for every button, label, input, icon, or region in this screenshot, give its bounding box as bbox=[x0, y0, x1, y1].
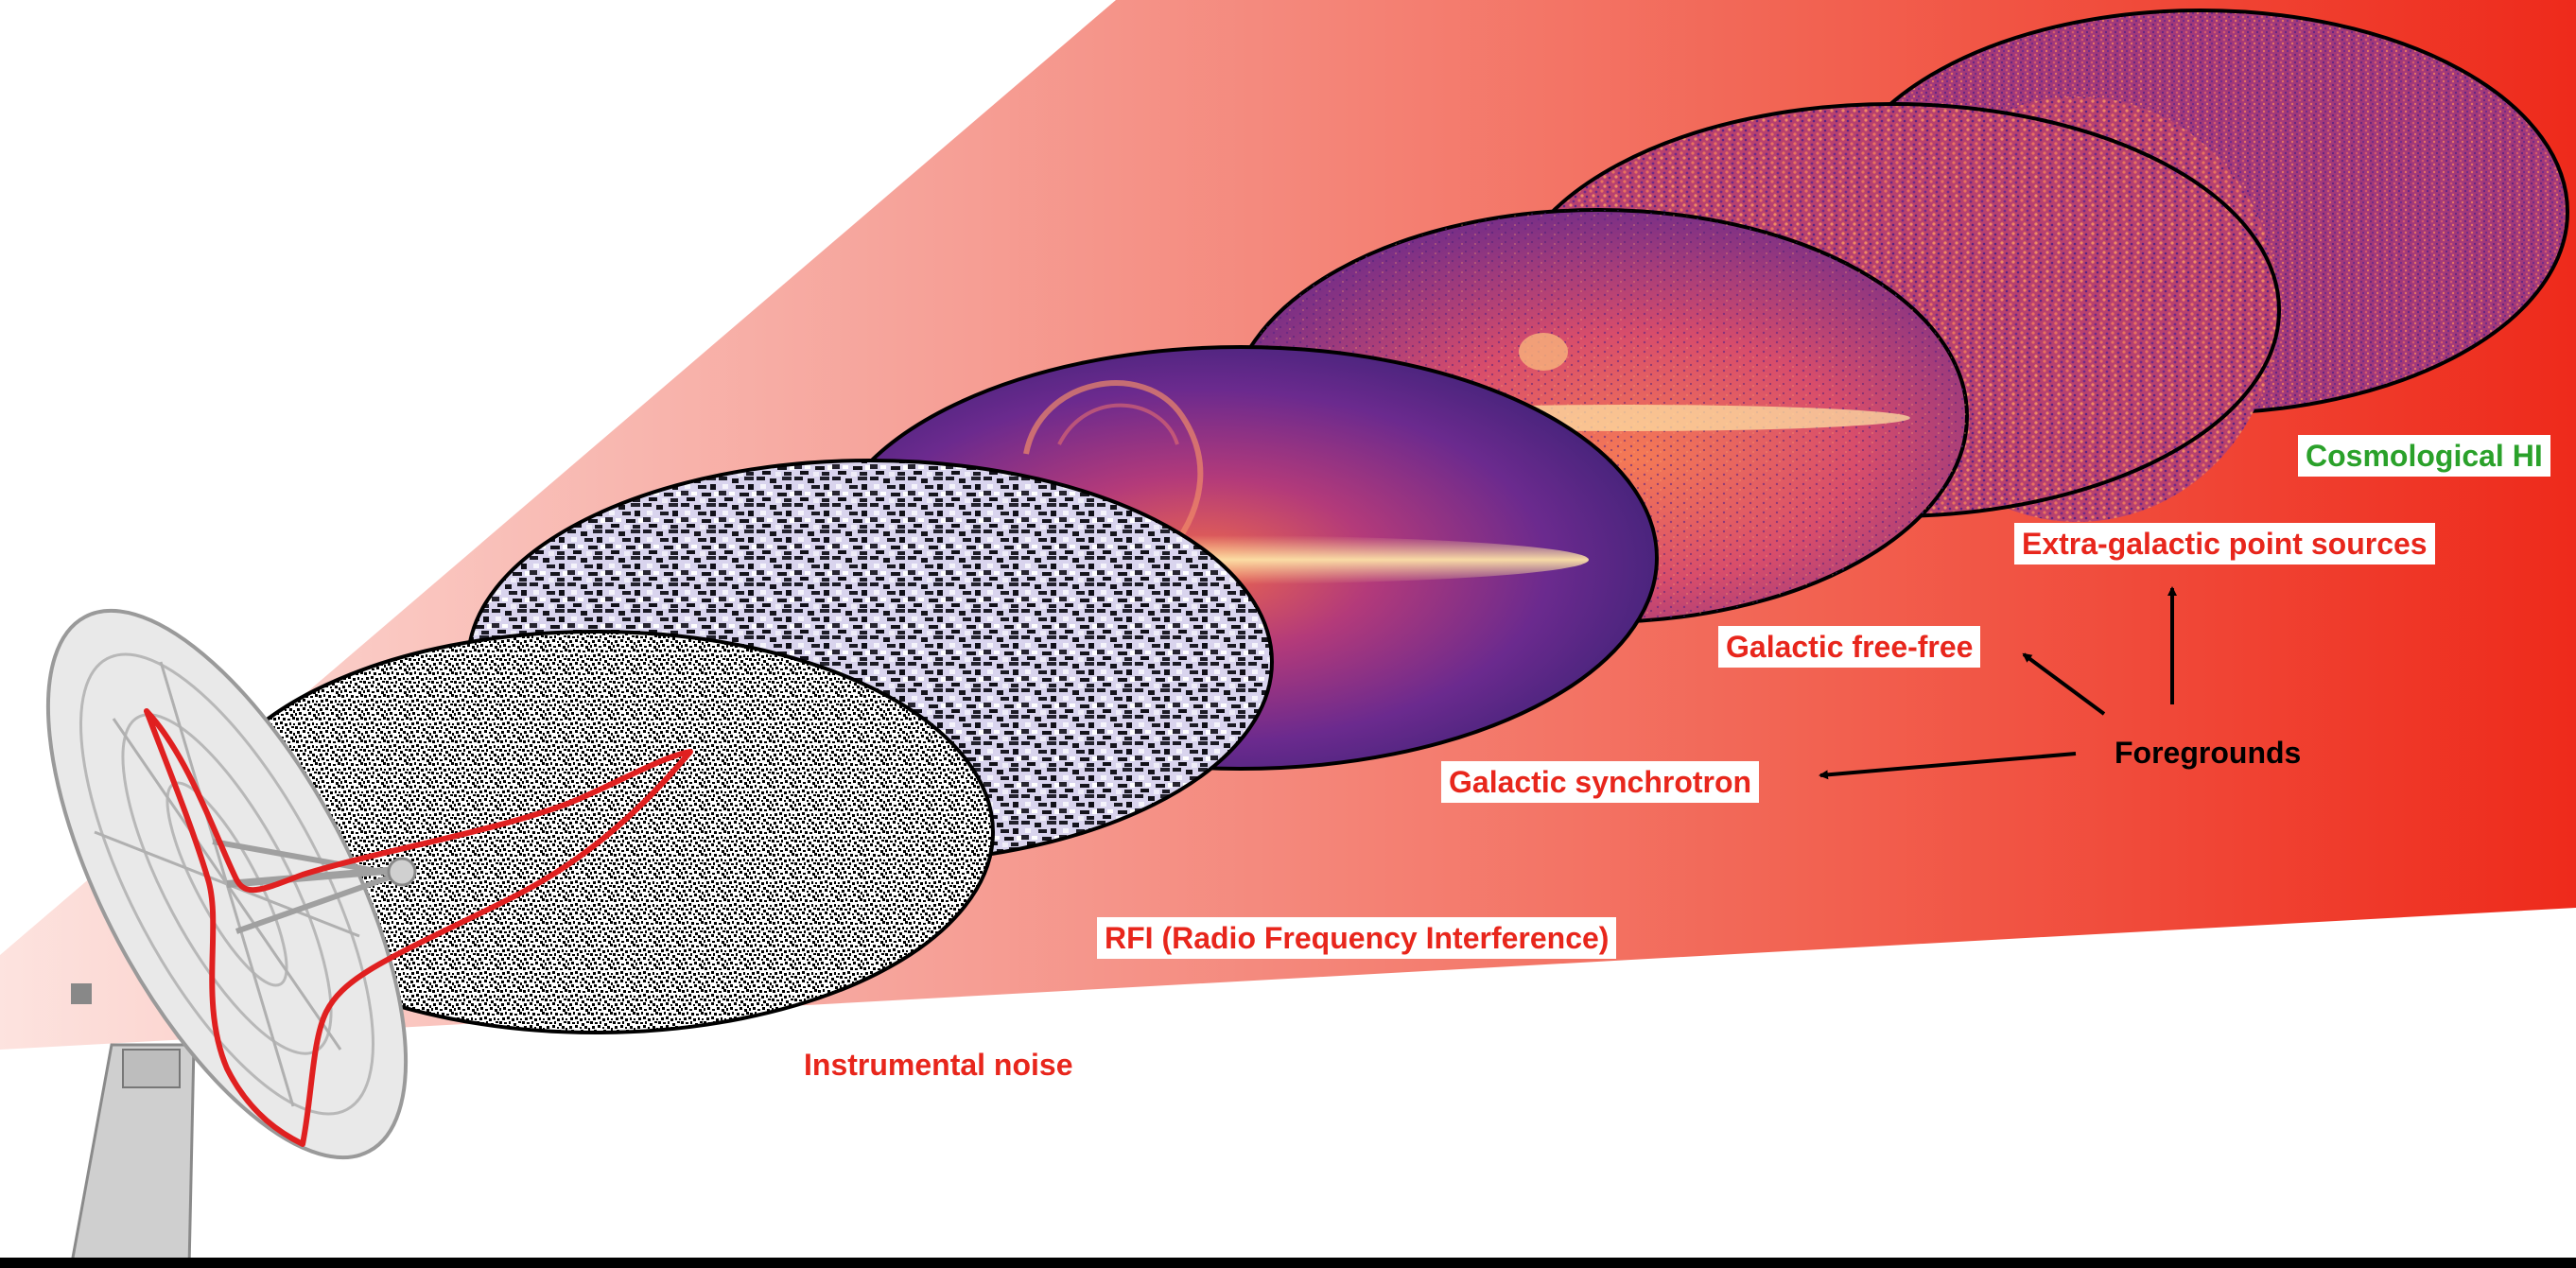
label-foregrounds: Foregrounds bbox=[2115, 738, 2301, 768]
bottom-bar bbox=[0, 1258, 2576, 1268]
label-galactic-synchrotron: Galactic synchrotron bbox=[1441, 761, 1759, 803]
label-galactic-free-free: Galactic free-free bbox=[1718, 626, 1980, 668]
label-rfi: RFI (Radio Frequency Interference) bbox=[1097, 917, 1616, 959]
label-instrumental-noise: Instrumental noise bbox=[804, 1050, 1073, 1080]
label-extra-galactic-point-sources: Extra-galactic point sources bbox=[2014, 523, 2435, 565]
label-cosmological-hi: Cosmological HI bbox=[2298, 435, 2550, 477]
